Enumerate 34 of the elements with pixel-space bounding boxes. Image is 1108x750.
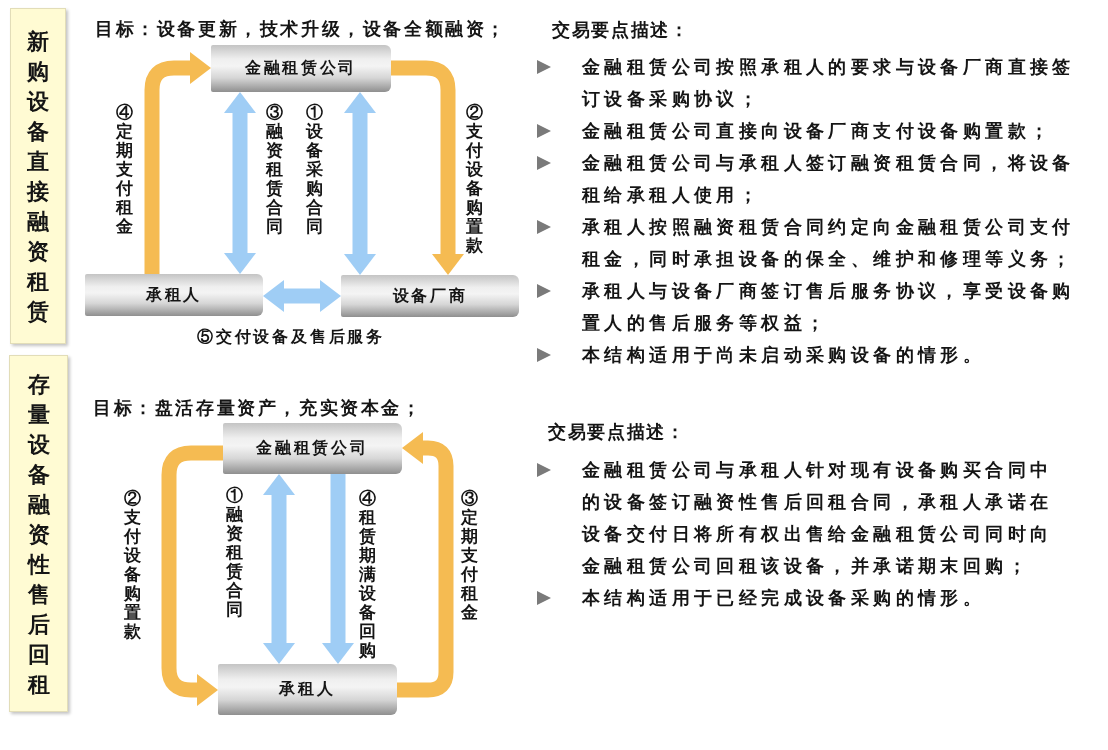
- edge-label: ③定期支付租金: [460, 489, 478, 622]
- edge-label: ①融资租赁合同: [225, 486, 243, 619]
- bullet-text: 金融租赁公司与承租人针对现有设备购买合同中的设备签订融资性售后回租合同，承租人承诺在设备交付日将所有权出售给金融租赁公司同时向金融租赁公司回租该设备，并承诺期末回购；: [582, 458, 1054, 578]
- entity-box: 金融租赁公司: [211, 45, 391, 92]
- bullet-text: 本结构适用于已经完成设备采购的情形。: [582, 586, 987, 610]
- bullet-text: 本结构适用于尚未启动采购设备的情形。: [582, 343, 987, 367]
- bullet-text: 金融租赁公司直接向设备厂商支付设备购置款；: [582, 119, 1054, 143]
- entity-box: 金融租赁公司: [223, 423, 402, 474]
- edge-label: ⑤交付设备及售后服务: [197, 327, 385, 347]
- arrow: [344, 92, 376, 275]
- bullet-text: 金融租赁公司按照承租人的要求与设备厂商直接签订设备采购协议；: [582, 55, 1076, 111]
- goal-text: 目标：设备更新，技术升级，设备全额融资；: [95, 17, 507, 41]
- edge-label: ①设备采购合同: [305, 103, 323, 236]
- edge-label: ④定期支付租金: [115, 103, 133, 236]
- edge-label: ③融资租赁合同: [265, 103, 283, 236]
- arrow: [263, 474, 295, 664]
- entity-box: 承租人: [218, 664, 397, 715]
- arrow: [224, 92, 256, 274]
- title-band: 存量设备融资性售后回租: [9, 355, 68, 712]
- bullet-text: 金融租赁公司与承租人签订融资租赁合同，将设备租给承租人使用；: [582, 151, 1076, 207]
- section-heading: 交易要点描述：: [548, 420, 686, 444]
- edge-label: ②支付设备购置款: [465, 103, 483, 255]
- goal-text: 目标：盘活存量资产，充实资本金；: [93, 396, 423, 420]
- entity-box: 设备厂商: [341, 275, 519, 317]
- title-band: 新购设备直接融资租赁: [10, 8, 66, 344]
- arrow: [144, 52, 211, 274]
- arrow: [322, 474, 354, 664]
- entity-box: 承租人: [85, 274, 263, 316]
- bullet-text: 承租人与设备厂商签订售后服务协议，享受设备购置人的售后服务等权益；: [582, 279, 1076, 335]
- edge-label: ④租赁期满设备回购: [358, 489, 376, 660]
- bullet-text: 承租人按照融资租赁合同约定向金融租赁公司支付租金，同时承担设备的保全、维护和修理等义务；: [582, 215, 1076, 271]
- edge-label: ②支付设备购置款: [123, 489, 141, 641]
- arrow: [263, 280, 341, 312]
- section-heading: 交易要点描述：: [552, 18, 690, 42]
